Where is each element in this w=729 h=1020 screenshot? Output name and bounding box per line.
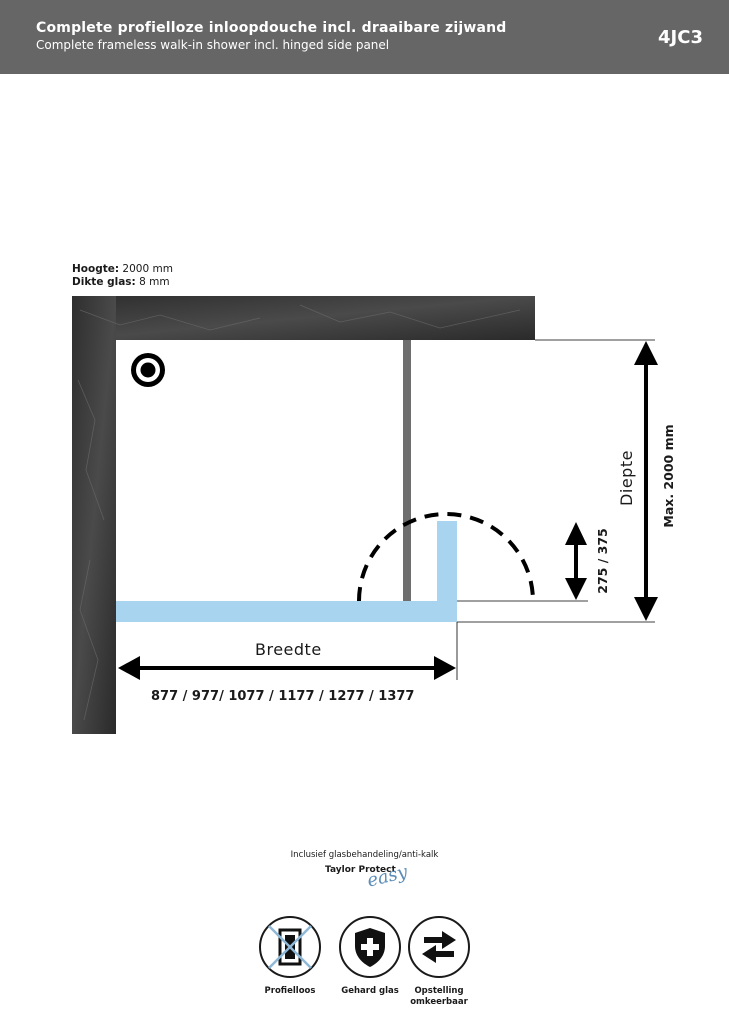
- feature-label: Profielloos: [264, 986, 316, 996]
- frameless-icon: [259, 916, 321, 978]
- stone-texture: [77, 304, 521, 721]
- depth-arrow: [634, 341, 658, 621]
- header-bar: Complete profielloze inloopdouche incl. …: [0, 0, 729, 74]
- panel-arrow: [565, 522, 587, 600]
- coating-note: Inclusief glasbehandeling/anti-kalk: [290, 850, 439, 860]
- glass-thickness-label: Dikte glas:: [72, 276, 136, 288]
- back-wall: [72, 296, 535, 340]
- fixed-glass-panel: [116, 601, 457, 622]
- depth-max-value: Max. 2000 mm: [661, 424, 676, 527]
- stabilizer-bar: [403, 340, 411, 602]
- side-wall: [72, 296, 116, 734]
- shield-icon: [339, 916, 401, 978]
- glass-thickness-value: 8 mm: [139, 276, 170, 288]
- height-label: Hoogte:: [72, 263, 120, 275]
- width-values: 877 / 977/ 1077 / 1177 / 1277 / 1377: [151, 689, 415, 704]
- feature-label: Opstelling omkeerbaar: [410, 986, 468, 1007]
- brand-name: Taylor Protect: [325, 865, 396, 875]
- feature-frameless: Profielloos: [242, 916, 338, 997]
- feature-tempered-glass: Gehard glas: [322, 916, 418, 997]
- reversible-arrows-icon: [408, 916, 470, 978]
- title-english: Complete frameless walk-in shower incl. …: [36, 38, 390, 52]
- feature-reversible: Opstelling omkeerbaar: [391, 916, 487, 1008]
- width-label: Breedte: [255, 640, 322, 659]
- height-value: 2000 mm: [122, 263, 173, 275]
- specs-block: Hoogte: 2000 mm Dikte glas: 8 mm: [72, 263, 173, 289]
- depth-label: Diepte: [617, 450, 636, 506]
- panel-width-values: 275 / 375: [595, 528, 610, 593]
- title-dutch: Complete profielloze inloopdouche incl. …: [36, 20, 507, 36]
- feature-label: Gehard glas: [341, 986, 399, 996]
- hinged-glass-panel: [437, 521, 457, 622]
- width-arrow: [118, 656, 456, 680]
- product-code: 4JC3: [658, 27, 703, 48]
- swing-arc: [357, 512, 535, 602]
